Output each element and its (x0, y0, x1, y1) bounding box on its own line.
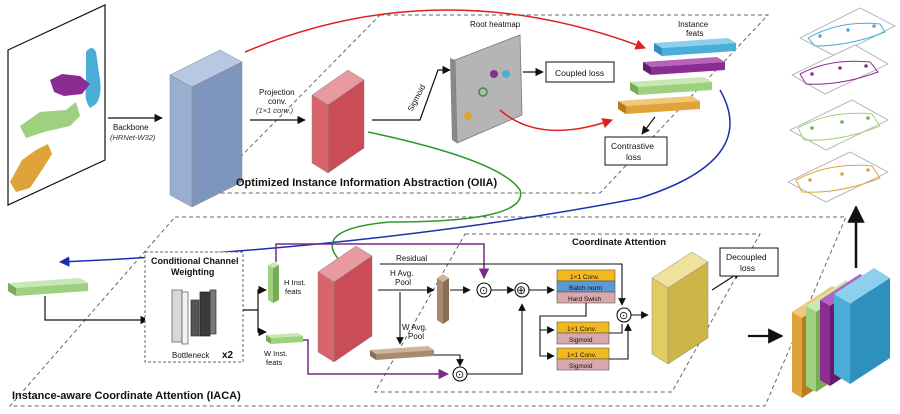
input-image (7, 4, 106, 206)
iaca-feature-block (317, 245, 373, 363)
heatmap-dot-orange (464, 112, 472, 120)
projection-conv-label: conv. (268, 97, 287, 106)
heatmap-dot-cyan (502, 70, 510, 78)
add-node-sym: ⊕ (516, 283, 526, 297)
projection-label: Projection (259, 88, 295, 97)
red-arrow-top (244, 9, 646, 53)
h-avg-pool-label: Pool (395, 278, 411, 287)
x2-label: x2 (222, 350, 234, 361)
red-arrow-mid (499, 109, 613, 132)
coord-attention-region (374, 233, 761, 393)
h-avg-label: H Avg. (390, 269, 413, 278)
decoupled-label: Decoupled (726, 252, 767, 262)
decoupled-loss-sub: loss (740, 263, 755, 273)
stacked-output-feats (792, 268, 890, 398)
ccw-title-2: Weighting (171, 267, 214, 277)
backbone-model-label: (HRNet-W32) (110, 133, 156, 142)
purple-arrow-h (275, 243, 490, 280)
projection-feature-block (311, 69, 365, 174)
root-heatmap-label: Root heatmap (470, 20, 521, 29)
instance-feat-green (630, 77, 712, 95)
h-inst-feats (268, 262, 279, 303)
animal-green (20, 102, 80, 138)
output-pose-green (789, 99, 889, 151)
h-inst-feats-label: feats (285, 287, 302, 296)
animal-purple (50, 74, 90, 96)
backbone-label: Backbone (113, 123, 149, 132)
ccw-title-1: Conditional Channel (151, 256, 239, 266)
oiia-region (203, 14, 770, 194)
output-pose-purple (791, 44, 889, 95)
conv2-label: 1×1 Conv. (567, 326, 597, 333)
stack-cyan (834, 268, 890, 384)
output-pose-cyan (799, 7, 896, 57)
h-inst-label: H Inst. (284, 278, 306, 287)
w-avg-label: W Avg. (402, 323, 427, 332)
iaca-title: Instance-aware Coordinate Attention (IAC… (12, 390, 241, 402)
w-pool-feat (370, 346, 434, 360)
hardswish-label: Hard Swish (568, 296, 602, 303)
root-heatmap (450, 34, 523, 144)
bottleneck-blocks (171, 289, 217, 345)
decoupled-loss-box (719, 247, 779, 277)
conv-stack-1 (556, 269, 616, 304)
iaca-input-feat (8, 278, 88, 296)
coupled-loss-label: Coupled loss (555, 68, 604, 78)
green-arrow (331, 131, 522, 271)
conv1-label: 1×1 Conv. (570, 274, 600, 281)
animal-orange (10, 144, 52, 192)
multiply-node-h-sym: ⊙ (479, 285, 488, 297)
multiply-node-final-sym: ⊙ (619, 310, 628, 322)
conv-stack-3 (556, 347, 610, 371)
conv-stack-2 (556, 321, 610, 345)
bottleneck-label: Bottleneck (172, 351, 210, 360)
coupled-loss-box (545, 61, 615, 83)
w-inst-label: W Inst. (264, 349, 287, 358)
instance-feats-label: feats (686, 29, 703, 38)
animal-cyan (85, 48, 101, 108)
instance-feat-purple (643, 57, 725, 75)
instance-feats (618, 38, 736, 114)
residual-label: Residual (396, 254, 427, 263)
projection-kernel-label: (1×1 conv.) (256, 106, 294, 115)
w-inst-feats-label: feats (266, 358, 283, 367)
iaca-output-block (651, 251, 709, 365)
contrastive-loss-sub: loss (626, 152, 641, 162)
output-pose-orange (787, 151, 889, 203)
heatmap-dot-purple (490, 70, 498, 78)
oiia-title: Optimized Instance Information Abstracti… (236, 177, 498, 189)
instance-feat-orange (618, 96, 700, 114)
instance-label: Instance (678, 20, 709, 29)
heatmap-dot-green (478, 87, 488, 97)
sigmoid2-label: Sigmoid (569, 337, 593, 344)
batchnorm-label: Batch norm (569, 285, 602, 292)
coord-attention-title: Coordinate Attention (572, 237, 666, 248)
contrastive-loss-box (604, 136, 668, 166)
w-avg-pool-label: Pool (408, 332, 424, 341)
h-pool-feat (437, 274, 449, 324)
sigmoid3-label: Sigmoid (569, 363, 593, 370)
conv3-label: 1×1 Conv. (567, 352, 597, 359)
multiply-node-w-sym: ⊙ (455, 369, 464, 381)
instance-feat-cyan (654, 38, 736, 56)
backbone-feature-block (169, 49, 243, 208)
w-inst-feats (266, 333, 303, 344)
purple-arrow-w (303, 339, 450, 380)
iaca-region (8, 216, 847, 407)
contrastive-loss-label: Contrastive (611, 141, 654, 151)
